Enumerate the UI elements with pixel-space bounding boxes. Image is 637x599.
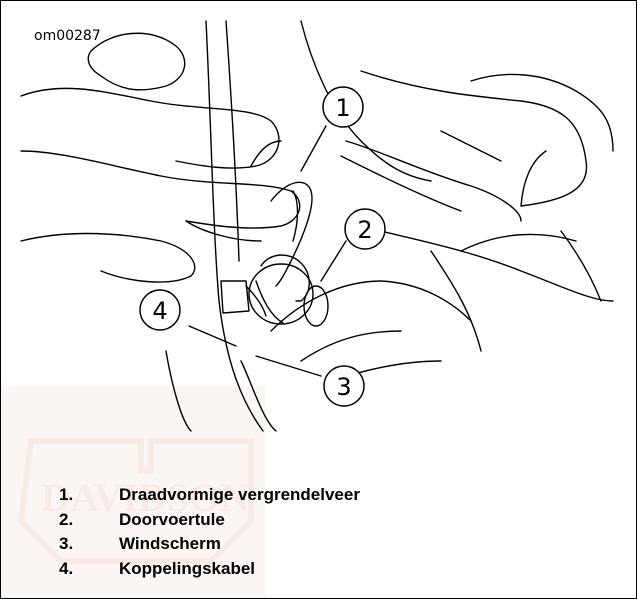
legend-label: Windscherm bbox=[119, 534, 221, 554]
callout-1-label: 1 bbox=[335, 94, 350, 122]
callout-1: 1 bbox=[323, 87, 363, 127]
legend-item: 2. Doorvoertule bbox=[59, 508, 360, 533]
legend-label: Koppelingskabel bbox=[119, 559, 255, 579]
legend-number: 4. bbox=[59, 559, 119, 579]
legend-item: 3. Windscherm bbox=[59, 532, 360, 557]
legend-number: 1. bbox=[59, 485, 119, 505]
callout-2: 2 bbox=[345, 209, 385, 249]
callout-4: 4 bbox=[140, 290, 180, 330]
callout-3-label: 3 bbox=[336, 373, 351, 401]
figure-id: om00287 bbox=[34, 28, 101, 44]
windscreen-edge-left bbox=[206, 21, 263, 431]
windscreen-edge-right bbox=[226, 21, 239, 261]
hand-thumb bbox=[88, 33, 184, 90]
cable-clamp bbox=[221, 281, 249, 313]
legend: 1. Draadvormige vergrendelveer 2. Doorvo… bbox=[59, 483, 360, 581]
callout-2-label: 2 bbox=[357, 216, 372, 244]
callout-3: 3 bbox=[324, 366, 364, 406]
legend-label: Doorvoertule bbox=[119, 510, 225, 530]
legend-item: 4. Koppelingskabel bbox=[59, 557, 360, 582]
legend-number: 2. bbox=[59, 510, 119, 530]
callout-4-label: 4 bbox=[152, 297, 167, 325]
legend-item: 1. Draadvormige vergrendelveer bbox=[59, 483, 360, 508]
legend-label: Draadvormige vergrendelveer bbox=[119, 485, 360, 505]
grommet bbox=[261, 255, 309, 301]
legend-number: 3. bbox=[59, 534, 119, 554]
